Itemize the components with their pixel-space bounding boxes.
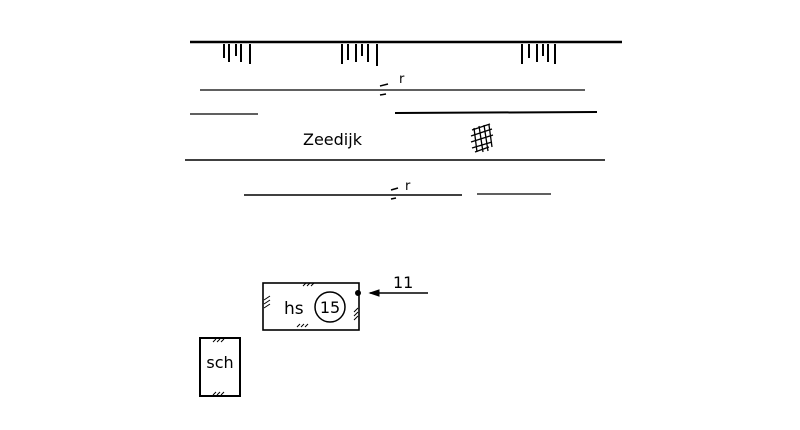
building-label: hs [284,299,304,319]
hatched-symbol [470,123,494,153]
lower-measure-mark [390,187,399,200]
upper-r-mark: r [399,72,405,87]
building-hs-outline [262,282,360,331]
road-edge-upper-right [394,111,598,114]
pointer-label: 11 [393,273,413,292]
connection-dot [355,290,361,296]
house-number-circle [314,291,346,323]
facade-ticks-3 [521,44,556,64]
facade-ticks-2 [341,44,378,66]
annex-hatch-marks [212,338,225,396]
annex-sch-outline [199,337,241,397]
street-name: Zeedijk [303,130,363,149]
building-hatch-marks [263,282,359,328]
annex-label: sch [206,353,233,372]
facade-ticks-1 [223,44,251,64]
arrowhead-icon [368,289,380,297]
lower-r-mark: r [405,179,411,194]
house-number: 15 [320,298,340,317]
upper-measure-mark [379,83,389,96]
